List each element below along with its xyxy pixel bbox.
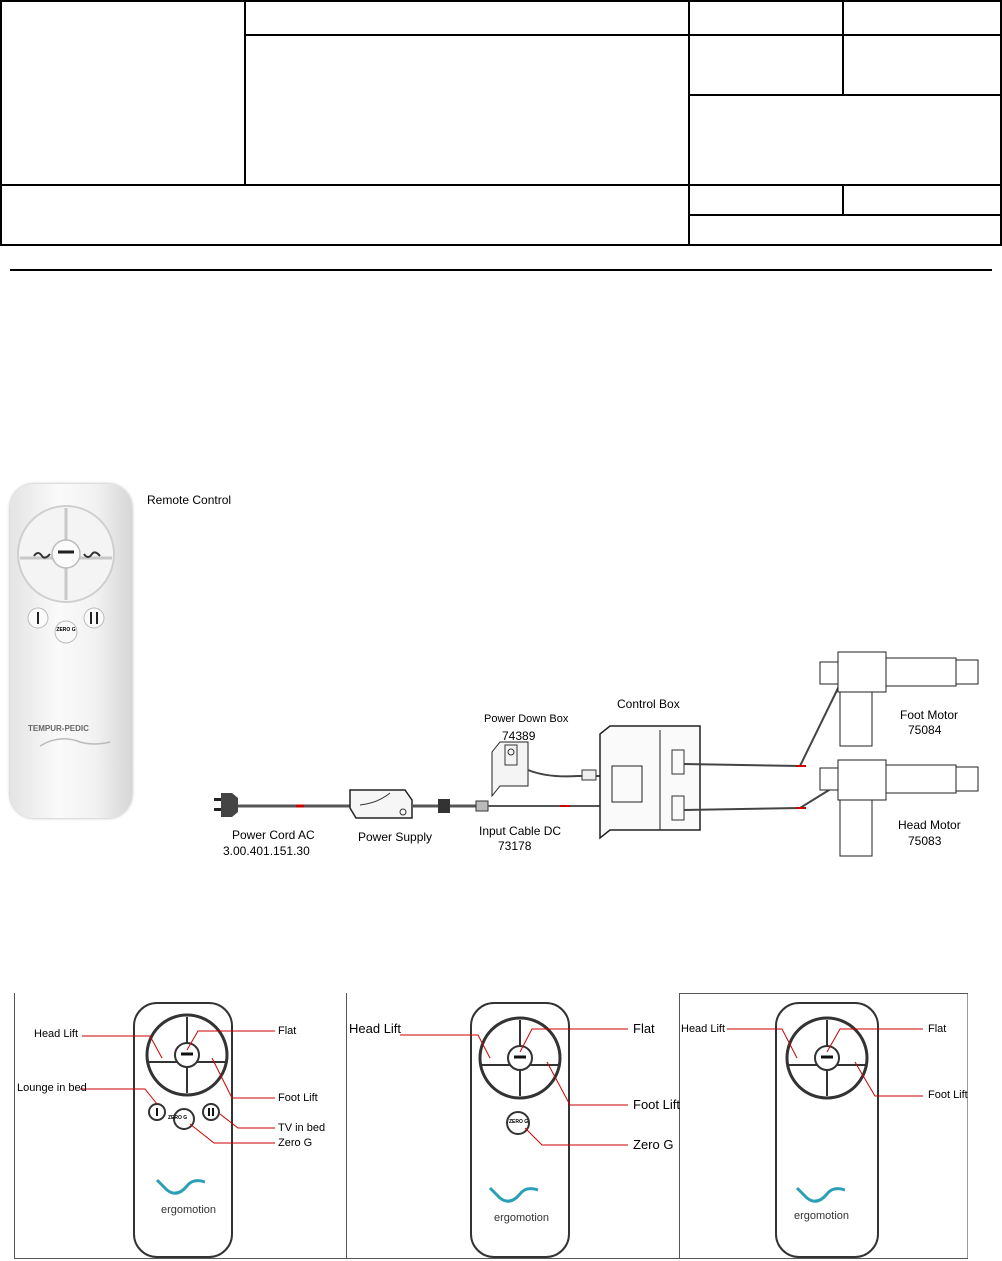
remote-1-foot-lift-label: Foot Lift <box>278 1092 318 1104</box>
remote-control-image: ZERO G TEMPUR-PEDIC <box>10 484 132 818</box>
header-rule <box>10 269 992 271</box>
ergomotion-remote-2 <box>470 1002 570 1258</box>
remote-2-zero-g-label: Zero G <box>633 1137 674 1152</box>
remote-2-foot-lift-label: Foot Lift <box>633 1097 680 1112</box>
remote-1-zero-g-label: Zero G <box>278 1137 313 1149</box>
power-down-box-label: Power Down Box <box>484 713 569 725</box>
power-down-box-part: 74389 <box>502 729 536 743</box>
remote-1-head-lift-label: Head Lift <box>34 1028 79 1040</box>
control-box-shape <box>599 725 701 840</box>
remote-2-brand: ergomotion <box>494 1212 550 1224</box>
remote-1-tv-label: TV in bed <box>278 1122 326 1134</box>
power-supply-label: Power Supply <box>358 830 433 844</box>
remote-3-flat-label: Flat <box>928 1023 947 1035</box>
remote-2-head-lift-label: Head Lift <box>349 1021 402 1036</box>
foot-motor-part: 75084 <box>908 723 942 737</box>
foot-motor-label: Foot Motor <box>900 708 959 722</box>
panel-border-left <box>14 993 15 1259</box>
panel-divider-1 <box>346 993 347 1259</box>
power-cord-label: Power Cord AC <box>232 828 315 842</box>
remote-1-brand: ergomotion <box>161 1204 217 1216</box>
panel-top-border <box>679 993 968 994</box>
head-motor-shape <box>819 759 979 857</box>
remote-1-zero-g-button: ZERO G <box>168 1115 188 1121</box>
input-cable-part: 73178 <box>498 839 532 853</box>
input-cable-label: Input Cable DC <box>479 824 562 838</box>
remote-1-lounge-label: Lounge in bed <box>17 1082 87 1094</box>
power-down-box-shape <box>491 741 529 798</box>
panel-divider-2 <box>679 993 680 1259</box>
date-cell <box>688 94 1002 186</box>
plug-prong-icon <box>214 798 221 801</box>
foot-motor-shape <box>819 651 979 747</box>
ergomotion-remote-1 <box>133 1002 233 1258</box>
head-motor-part: 75083 <box>908 834 942 848</box>
page-cell <box>842 184 1002 216</box>
revision-cell <box>842 34 1002 96</box>
panel-bottom-border <box>14 1258 968 1259</box>
control-box-label: Control Box <box>617 697 680 711</box>
remote-3-head-lift-label: Head Lift <box>681 1023 726 1035</box>
remote-buttons-graphic <box>17 505 115 747</box>
logo-cell <box>0 0 246 186</box>
remote-zero-g-label: ZERO G <box>56 627 76 633</box>
remote-2-zero-g-button: ZERO G <box>509 1119 529 1125</box>
remote-3-brand: ergomotion <box>794 1210 850 1222</box>
title-cell <box>244 0 690 36</box>
approval-cell <box>688 214 1002 246</box>
power-cord-part: 3.00.401.151.30 <box>223 844 310 858</box>
remote-brand-logo: TEMPUR-PEDIC <box>28 724 89 733</box>
remote-control-label: Remote Control <box>147 493 232 507</box>
ergomotion-remote-3 <box>775 1002 879 1258</box>
subject-cell <box>0 184 690 246</box>
head-motor-label: Head Motor <box>898 818 961 832</box>
remote-2-flat-label: Flat <box>633 1021 655 1036</box>
power-supply-shape <box>349 789 413 819</box>
remote-1-flat-label: Flat <box>278 1025 297 1037</box>
remote-3-foot-lift-label: Foot Lift <box>928 1089 968 1101</box>
